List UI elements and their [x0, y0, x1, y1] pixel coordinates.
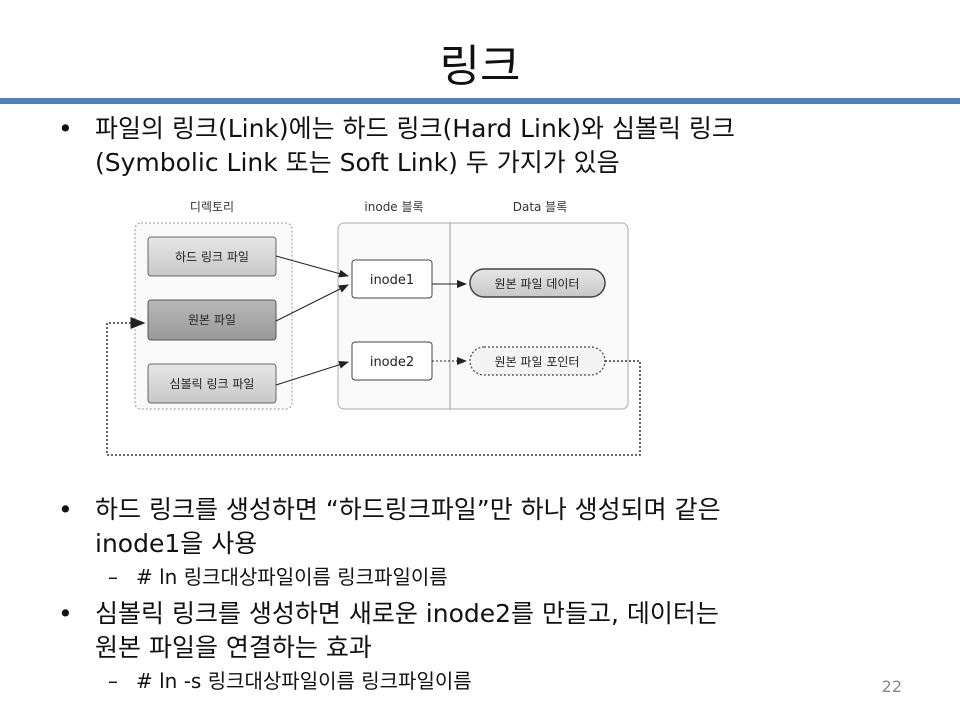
pointer-loop-line	[106, 317, 641, 456]
arrow-symlink-to-inode2	[275, 360, 349, 386]
bullet-marker: •	[58, 495, 73, 524]
symlink-file-label: 심볼릭 링크 파일	[170, 377, 255, 391]
bullet-1: • 파일의 링크(Link)에는 하드 링크(Hard Link)와 심볼릭 링…	[58, 112, 918, 180]
sub-marker: –	[108, 565, 118, 589]
bullet-3: • 심볼릭 링크를 생성하면 새로운 inode2를 만들고, 데이터는 원본 …	[58, 597, 918, 665]
original-pointer-label: 원본 파일 포인터	[495, 355, 580, 369]
arrow-hard-to-inode1	[275, 255, 349, 278]
column-header-data: Data 블록	[513, 200, 568, 214]
slide-title: 링크	[439, 41, 521, 92]
column-header-directory: 디렉토리	[190, 200, 234, 214]
inode-data-region	[337, 222, 629, 410]
hard-link-file-label: 하드 링크 파일	[175, 250, 249, 264]
bullet-3-line-1: 심볼릭 링크를 생성하면 새로운 inode2를 만들고, 데이터는	[95, 599, 719, 628]
subitem-2-text: # ln -s 링크대상파일이름 링크파일이름	[136, 669, 472, 693]
subitem-1-text: # ln 링크대상파일이름 링크파일이름	[136, 565, 448, 589]
bullet-1-line-1: 파일의 링크(Link)에는 하드 링크(Hard Link)와 심볼릭 링크	[95, 114, 735, 143]
page-number: 22	[881, 677, 902, 696]
title-divider	[0, 98, 960, 104]
inode1-box	[351, 259, 433, 299]
sub-marker: –	[108, 669, 118, 693]
original-data-pill	[469, 268, 606, 298]
original-file-label: 원본 파일	[188, 313, 236, 327]
bullet-marker: •	[58, 114, 73, 143]
original-file-box	[147, 299, 277, 341]
bullet-2-line-2: inode1을 사용	[95, 529, 258, 558]
inode2-label: inode2	[370, 355, 414, 370]
inode1-label: inode1	[370, 273, 414, 288]
bullet-marker: •	[58, 599, 73, 628]
subitem-2: – # ln -s 링크대상파일이름 링크파일이름	[108, 668, 868, 694]
column-header-inode: inode 블록	[364, 200, 423, 214]
bullet-2: • 하드 링크를 생성하면 “하드링크파일”만 하나 생성되며 같은 inode…	[58, 493, 918, 561]
symlink-file-box	[147, 363, 277, 404]
bullet-1-line-2: (Symbolic Link 또는 Soft Link) 두 가지가 있음	[95, 148, 620, 177]
bullet-3-line-2: 원본 파일을 연결하는 효과	[95, 633, 372, 662]
bullet-2-line-1: 하드 링크를 생성하면 “하드링크파일”만 하나 생성되며 같은	[95, 495, 721, 524]
arrow-original-to-inode1	[275, 284, 349, 322]
subitem-1: – # ln 링크대상파일이름 링크파일이름	[108, 564, 908, 590]
link-diagram: 디렉토리 inode 블록 Data 블록 하드 링크 파일 원본 파일 심볼릭…	[106, 200, 641, 456]
original-data-label: 원본 파일 데이터	[495, 277, 580, 291]
